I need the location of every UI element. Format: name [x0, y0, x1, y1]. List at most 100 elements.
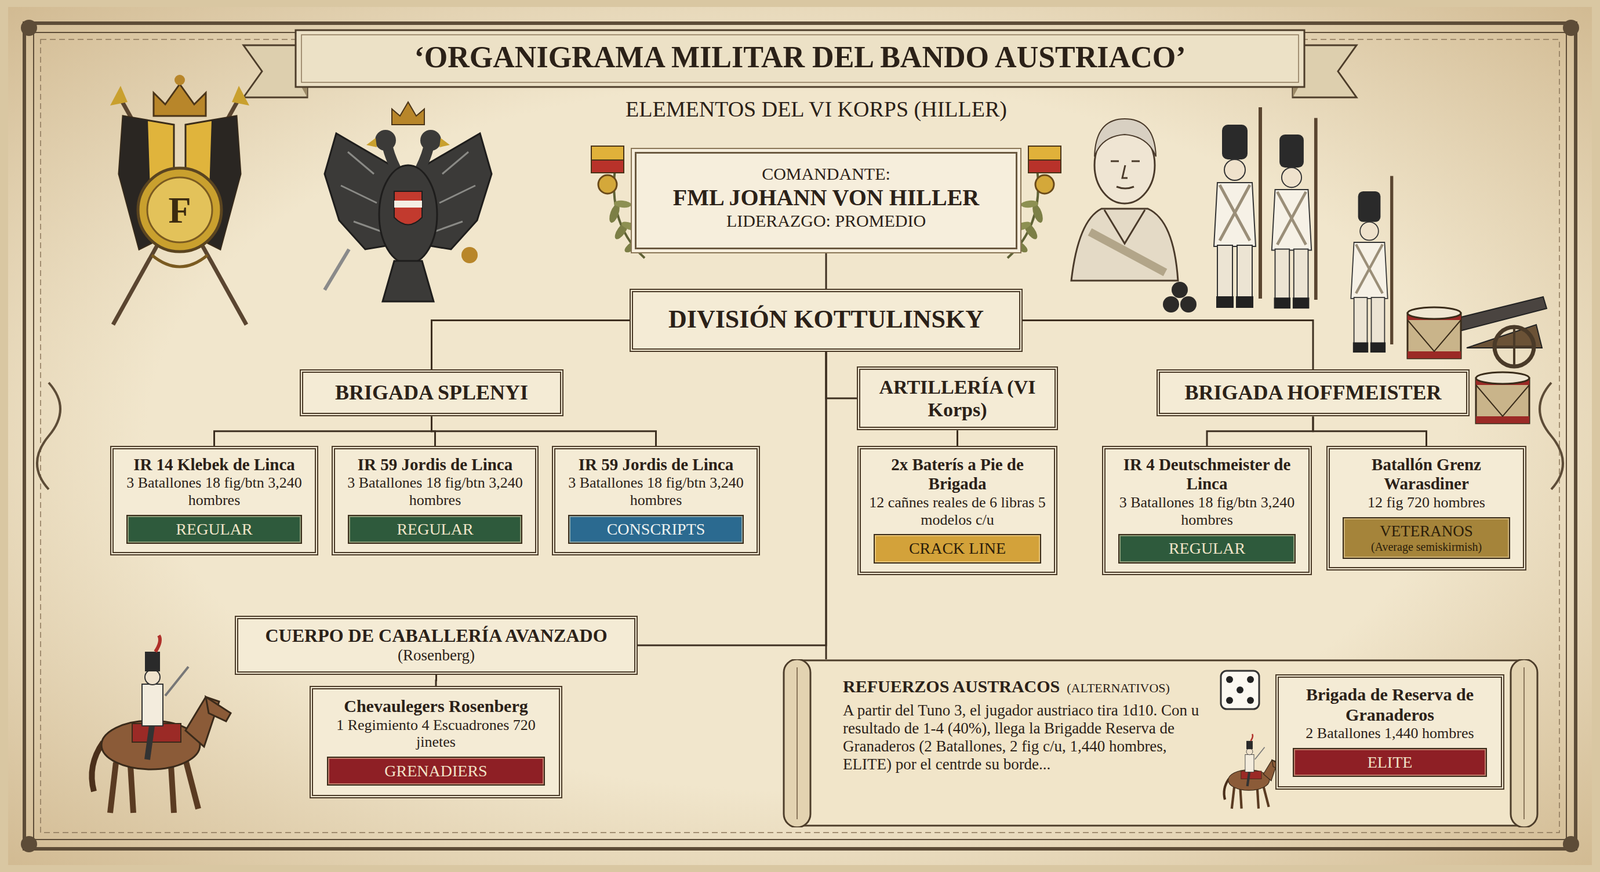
title-text: ‘ORGANIGRAMA MILITAR DEL BANDO AUSTRIACO… — [301, 40, 1299, 74]
title-ribbon — [243, 30, 1357, 98]
cannonballs — [1180, 296, 1197, 313]
monogram: F — [144, 190, 215, 231]
horse-rider — [91, 635, 231, 813]
quality-badge: REGULAR — [1118, 533, 1296, 563]
quality-badge: GRENADIERS — [326, 756, 545, 786]
unit-strength: 3 Batallones 18 fig/btn 3,240 hombres — [561, 474, 751, 509]
unit-box: IR 59 Jordis de Linca3 Batallones 18 fig… — [331, 445, 539, 556]
unit-strength: 1 Regimiento 4 Escuadrones 720 jinetes — [320, 716, 552, 752]
double-eagle — [340, 151, 476, 232]
double-eagle — [324, 102, 492, 302]
artillery-box: ARTILLERÍA (VI Korps) — [856, 366, 1058, 431]
quality-text: CONSCRIPTS — [573, 520, 738, 539]
brigade-box: BRIGADA SPLENYI — [299, 369, 564, 417]
reinforcement-scroll: REFUERZOS AUSTRACOS(ALTERNATIVOS)A parti… — [780, 659, 1541, 828]
double-eagle — [379, 165, 438, 264]
laurel-medal — [591, 160, 624, 173]
scroll-roll — [1523, 667, 1525, 820]
scroll-heading: REFUERZOS AUSTRACOS — [842, 676, 1060, 696]
unit-name: IR 59 Jordis de Linca — [561, 455, 751, 475]
double-eagle — [324, 249, 349, 290]
dice — [1246, 696, 1254, 704]
parchment — [8, 6, 1592, 865]
connector — [825, 249, 828, 289]
flag-emblem — [110, 74, 250, 325]
quality-badge: ELITE — [1292, 747, 1487, 777]
unit-box: IR 59 Jordis de Linca3 Batallones 18 fig… — [551, 445, 760, 556]
laurel-medal — [613, 200, 632, 209]
connector — [1206, 416, 1314, 446]
artillery-name: ARTILLERÍA (VI Korps) — [868, 375, 1047, 421]
unit-name: Batallón Grenz Warasdiner — [1335, 455, 1518, 494]
quality-text: REGULAR — [132, 520, 297, 539]
drum — [1407, 351, 1461, 359]
connector — [435, 674, 438, 686]
unit-name: 2x Baterís a Pie de Brigada — [866, 455, 1049, 494]
double-eagle — [394, 191, 423, 225]
flag-emblem — [174, 74, 185, 86]
drum — [1407, 320, 1461, 352]
unit-name: IR 14 Klebek de Linca — [119, 455, 309, 475]
corps-name: CUERPO DE CABALLERÍA AVANZADO — [246, 624, 627, 647]
unit-box: Batallón Grenz Warasdiner12 fig 720 homb… — [1326, 445, 1527, 571]
drum — [1407, 307, 1461, 359]
flag-emblem — [231, 85, 250, 106]
reserve-box: Brigada de Reserva de Granaderos2 Batall… — [1275, 674, 1505, 790]
drum — [1475, 372, 1530, 424]
double-eagle — [366, 137, 377, 148]
cannon — [1494, 326, 1534, 367]
quality-badge: CONSCRIPTS — [568, 514, 744, 544]
commander-name: FML JOHANN VON HILLER — [648, 184, 1005, 212]
division-box: DIVISIÓN KOTTULINSKY — [629, 288, 1023, 352]
portrait — [1071, 208, 1178, 281]
unit-box: IR 14 Klebek de Linca3 Batallones 18 fig… — [110, 445, 319, 556]
cannon — [1449, 296, 1547, 367]
double-eagle — [439, 137, 450, 148]
dice — [1226, 696, 1234, 704]
quality-text: CRACK LINE — [879, 539, 1036, 558]
leadership: LIDERAZGO: PROMEDIO — [648, 211, 1005, 232]
portrait — [1110, 161, 1140, 189]
flag-emblem — [113, 95, 241, 325]
portrait — [1071, 118, 1178, 281]
corps-commander: (Rosenberg) — [246, 646, 627, 665]
frame — [40, 39, 1560, 833]
portrait — [1094, 118, 1156, 157]
soldier-figure — [1271, 118, 1316, 309]
frame — [1562, 835, 1580, 853]
double-eagle — [420, 129, 442, 151]
commander-box: COMANDANTE:FML JOHANN VON HILLERLIDERAZG… — [634, 151, 1018, 250]
dice — [1220, 670, 1260, 709]
unit-name: Chevaulegers Rosenberg — [320, 696, 552, 717]
quality-text: VETERANOS — [1348, 522, 1505, 541]
dice — [1226, 675, 1234, 683]
rank-label: COMANDANTE: — [648, 164, 1005, 185]
unit-strength: 12 fig 720 hombres — [1335, 493, 1518, 512]
scroll-roll — [1510, 659, 1538, 828]
frame — [37, 382, 61, 490]
frame — [1539, 382, 1563, 490]
unit-box: 2x Baterís a Pie de Brigada12 cañnes rea… — [857, 445, 1058, 576]
title-ribbon — [301, 34, 1299, 83]
quality-text: REGULAR — [353, 520, 517, 539]
laurel-medal — [598, 175, 617, 194]
connector — [431, 320, 631, 370]
dice — [1220, 670, 1260, 709]
flag-emblem — [118, 95, 247, 325]
drum — [1407, 313, 1461, 359]
drum — [1407, 307, 1461, 319]
brigade-name: BRIGADA SPLENYI — [312, 380, 551, 405]
double-eagle — [382, 260, 434, 302]
cannonballs — [1162, 281, 1197, 313]
double-eagle — [461, 246, 478, 264]
title-ribbon — [295, 30, 1305, 87]
connector — [1022, 320, 1314, 370]
scroll-subheading: (ALTERNATIVOS) — [1066, 680, 1170, 696]
title-ribbon — [301, 86, 308, 98]
quality-badge: CRACK LINE — [873, 533, 1042, 563]
scroll-roll — [783, 659, 811, 828]
flag-emblem — [153, 84, 206, 116]
horse-rider — [1224, 733, 1283, 809]
laurel-medal — [591, 146, 624, 160]
quality-badge: REGULAR — [347, 514, 523, 544]
